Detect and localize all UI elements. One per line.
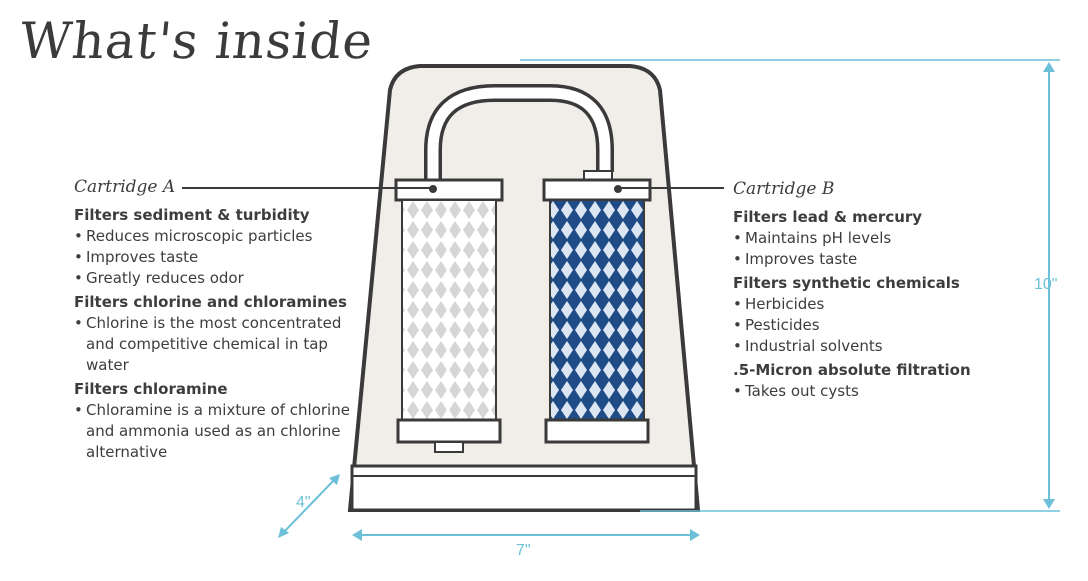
list-item: Chloramine is a mixture of chlorine and …	[74, 400, 364, 463]
width-label: 7"	[516, 542, 531, 559]
cartridge-b-heading: .5-Micron absolute filtration	[733, 361, 971, 379]
cartridge-b-filter	[549, 199, 645, 423]
cartridge-a-filter	[401, 199, 497, 423]
page-title: What's inside	[16, 12, 377, 70]
cartridge-a-heading: Filters chlorine and chloramines	[74, 293, 347, 311]
height-label: 10"	[1034, 276, 1058, 293]
list-item: Industrial solvents	[733, 336, 993, 357]
list-item: Reduces microscopic particles	[74, 226, 364, 247]
cartridge-a-description: Cartridge A Filters sediment & turbidity…	[74, 177, 364, 463]
cartridge-a-cap	[394, 178, 504, 202]
cartridge-b-heading: Filters synthetic chemicals	[733, 274, 960, 292]
list-item: Greatly reduces odor	[74, 268, 364, 289]
cartridge-b-label: Cartridge B	[733, 179, 835, 199]
cartridge-b-heading: Filters lead & mercury	[733, 208, 923, 226]
cartridge-b-cap	[542, 178, 652, 202]
list-item: Takes out cysts	[733, 381, 993, 402]
list-item: Pesticides	[733, 315, 993, 336]
cartridge-a-heading: Filters chloramine	[74, 380, 228, 398]
cartridge-a-label: Cartridge A	[74, 177, 176, 197]
depth-dimension-line	[281, 477, 337, 535]
list-item: Herbicides	[733, 294, 993, 315]
list-item: Maintains pH levels	[733, 228, 993, 249]
housing-base	[350, 464, 698, 512]
cartridge-b-description: Cartridge B Filters lead & mercury Maint…	[733, 179, 993, 402]
list-item: Chlorine is the most concentrated and co…	[74, 313, 364, 376]
list-item: Improves taste	[74, 247, 364, 268]
cartridge-a-heading: Filters sediment & turbidity	[74, 206, 310, 224]
list-item: Improves taste	[733, 249, 993, 270]
depth-label: 4"	[296, 494, 311, 511]
